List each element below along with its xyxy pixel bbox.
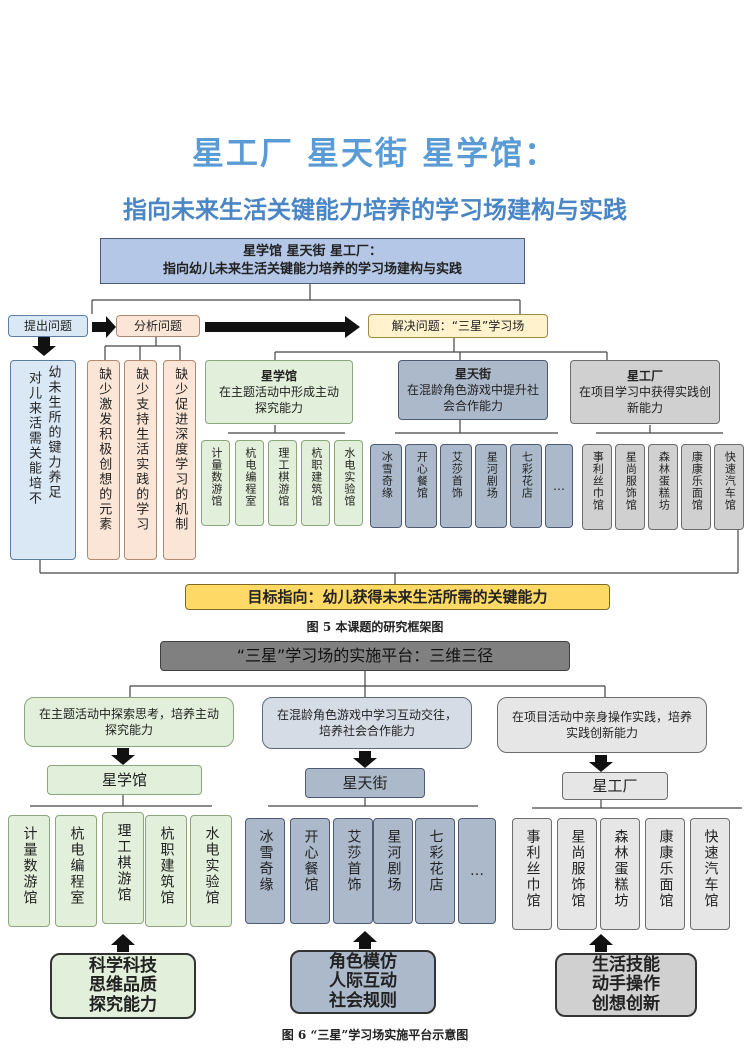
goal-box: 目标指向：幼儿获得未来生活所需的关键能力	[185, 584, 610, 610]
fig6-item: 事利丝巾馆	[512, 818, 552, 930]
fig5-xinggongchang-desc: 在项目学习中获得实践创新能力	[579, 384, 712, 416]
fig5-item: 星河剧场	[475, 444, 507, 528]
fig6-xingxueguan: 星学馆	[47, 765, 202, 795]
fig5-item: 星尚服饰馆	[615, 444, 645, 530]
fig6-bottom-2-line: 人际互动	[329, 971, 397, 992]
fig6-bottom-1-line: 思维品质	[89, 975, 157, 996]
fig5-xingtianjie-box: 星天街 在混龄角色游戏中提升社会合作能力	[398, 360, 548, 420]
fig6-bottom-2-line: 社会规则	[329, 990, 397, 1011]
fig5-top-box: 星学馆 星天街 星工厂： 指向幼儿未来生活关键能力培养的学习场建构与实践	[100, 238, 525, 284]
problem-column-box: 对儿来活需关能培不 幼未生所的键力养足	[10, 360, 76, 560]
fig6-item: 理工棋游馆	[102, 812, 144, 924]
fig5-caption: 图 5 本课题的研究框架图	[306, 620, 444, 634]
fig6-item: 杭职建筑馆	[145, 815, 187, 927]
fig5-xingtianjie-name: 星天街	[454, 366, 491, 381]
fig6-bottom-2: 角色模仿 人际互动 社会规则	[290, 950, 436, 1014]
fig6-item: 杭电编程室	[55, 815, 97, 927]
fig6-item: 开心餐馆	[290, 818, 330, 924]
problem-col-2: 幼未生所的键力养足	[45, 365, 61, 500]
fig6-bottom-1: 科学科技 思维品质 探究能力	[50, 953, 196, 1019]
fig6-xinggongchang: 星工厂	[562, 772, 668, 800]
fig5-item: 开心餐馆	[405, 444, 437, 528]
fig6-desc-2: 在混龄角色游戏中学习互动交往，培养社会合作能力	[262, 697, 472, 749]
fig6-desc-3: 在项目活动中亲身操作实践，培养实践创新能力	[497, 697, 707, 753]
fig5-item: 艾莎首饰	[440, 444, 472, 528]
fig5-xinggongchang-name: 星工厂	[626, 368, 663, 383]
solve-problem-box: 解决问题：“三星”学习场	[368, 314, 548, 338]
fig6-item: 冰雪奇缘	[245, 818, 285, 924]
fig5-top-line2: 指向幼儿未来生活关键能力培养的学习场建构与实践	[162, 262, 462, 277]
fig6-item: 森林蛋糕坊	[600, 818, 640, 930]
fig6-item: 快速汽车馆	[690, 818, 730, 930]
fig5-item: 快速汽车馆	[714, 444, 744, 530]
fig5-item: 康康乐面馆	[681, 444, 711, 530]
fig6-item: 七彩花店	[415, 818, 455, 924]
analysis-col-3: 缺少促进深度学习的机制	[163, 360, 196, 560]
fig5-item: 森林蛋糕坊	[648, 444, 678, 530]
fig5-item-more: …	[545, 444, 573, 528]
fig6-bottom-3-line: 动手操作	[592, 974, 660, 995]
fig6-top-box: “三星”学习场的实施平台：三维三径	[160, 641, 570, 671]
fig6-item: 水电实验馆	[190, 815, 232, 927]
fig6-bottom-2-line: 角色模仿	[329, 951, 397, 972]
fig6-caption: 图 6 “三星”学习场实施平台示意图	[281, 1028, 469, 1042]
problem-col-1: 对儿来活需关能培不	[26, 371, 41, 506]
fig6-xingtianjie: 星天街	[305, 768, 425, 798]
fig5-item: 冰雪奇缘	[370, 444, 402, 528]
fig6-bottom-1-line: 科学科技	[89, 955, 157, 976]
fig5-xingtianjie-desc: 在混龄角色游戏中提升社会合作能力	[407, 382, 540, 414]
fig6-desc-1: 在主题活动中探索思考，培养主动探究能力	[24, 697, 234, 747]
fig5-xingxueguan-name: 星学馆	[260, 368, 297, 383]
analyze-problem-box: 分析问题	[116, 315, 200, 337]
fig5-item: 七彩花店	[510, 444, 542, 528]
fig6-bottom-1-line: 探究能力	[89, 994, 157, 1015]
fig5-xingxueguan-box: 星学馆 在主题活动中形成主动探究能力	[205, 360, 353, 424]
fig5-item: 事利丝巾馆	[582, 444, 612, 530]
fig5-item: 水电实验馆	[334, 440, 363, 526]
fig5-item: 理工棋游馆	[268, 440, 297, 526]
fig6-item: 康康乐面馆	[645, 818, 685, 930]
fig6-item-more: …	[458, 818, 496, 924]
fig5-top-line1: 星学馆 星天街 星工厂：	[242, 244, 383, 260]
page-subtitle: 指向未来生活关键能力培养的学习场建构与实践	[123, 196, 627, 224]
fig5-item: 杭电编程室	[235, 440, 264, 526]
ask-problem-box: 提出问题	[8, 315, 88, 337]
fig5-item: 计量数游馆	[201, 440, 230, 526]
fig6-bottom-3: 生活技能 动手操作 创想创新	[555, 953, 697, 1017]
fig6-item: 艾莎首饰	[333, 818, 373, 924]
analysis-col-2: 缺少支持生活实践的学习	[124, 360, 157, 560]
fig5-xingxueguan-desc: 在主题活动中形成主动探究能力	[218, 384, 339, 416]
fig5-item: 杭职建筑馆	[301, 440, 330, 526]
fig5-xinggongchang-box: 星工厂 在项目学习中获得实践创新能力	[570, 360, 720, 424]
fig6-bottom-3-line: 创想创新	[592, 993, 660, 1014]
analysis-col-1: 缺少激发积极创想的元素	[87, 360, 120, 560]
page-title: 星工厂 星天街 星学馆：	[191, 134, 559, 172]
fig6-item: 计量数游馆	[8, 815, 50, 927]
fig6-item: 星尚服饰馆	[557, 818, 597, 930]
fig6-bottom-3-line: 生活技能	[592, 954, 660, 975]
fig6-item: 星河剧场	[373, 818, 413, 924]
